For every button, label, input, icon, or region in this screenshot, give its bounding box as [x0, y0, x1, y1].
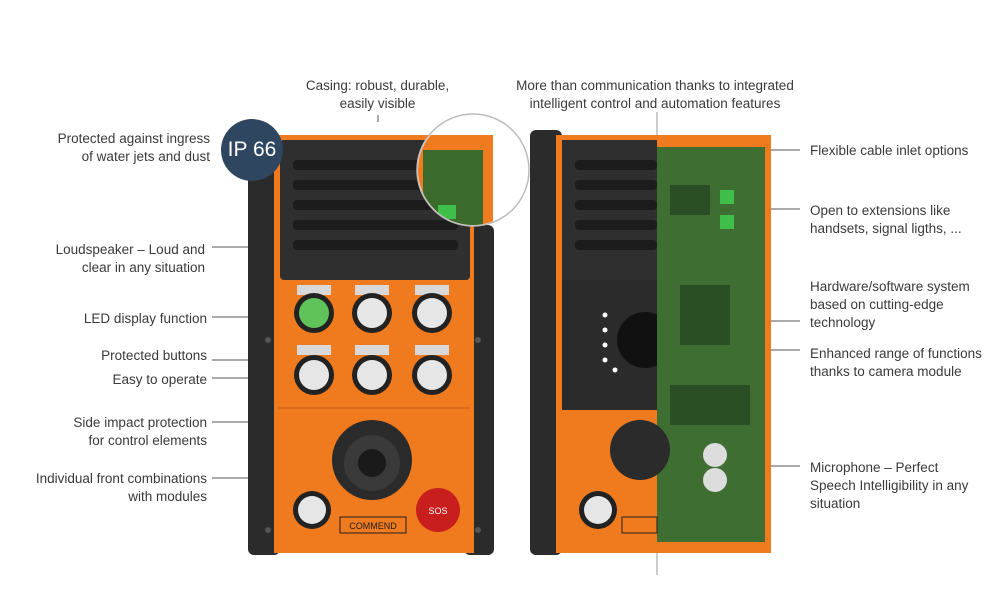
label-protected-buttons: Protected buttons	[101, 348, 207, 363]
sos-label: SOS	[428, 506, 447, 516]
intercom-open-view	[530, 130, 771, 555]
label-led: LED display function	[83, 311, 207, 326]
brand-text: COMMEND	[349, 521, 397, 531]
ip66-badge: IP 66	[221, 119, 283, 181]
brand-plate	[339, 516, 407, 534]
button-row-1	[294, 285, 452, 333]
label-easy: Easy to operate	[112, 372, 207, 387]
side-bumper-left	[248, 145, 280, 555]
led-button	[299, 298, 329, 328]
side-bumper	[530, 130, 562, 555]
sos-button	[416, 488, 460, 532]
label-cable: Flexible cable inlet options	[810, 143, 969, 158]
call-button	[298, 496, 326, 524]
button-row-2	[294, 345, 452, 395]
label-casing: Casing: robust, durable,easily visible	[305, 78, 450, 111]
casing-magnifier	[416, 113, 530, 227]
label-more-than: More than communication thanks to integr…	[516, 78, 794, 111]
